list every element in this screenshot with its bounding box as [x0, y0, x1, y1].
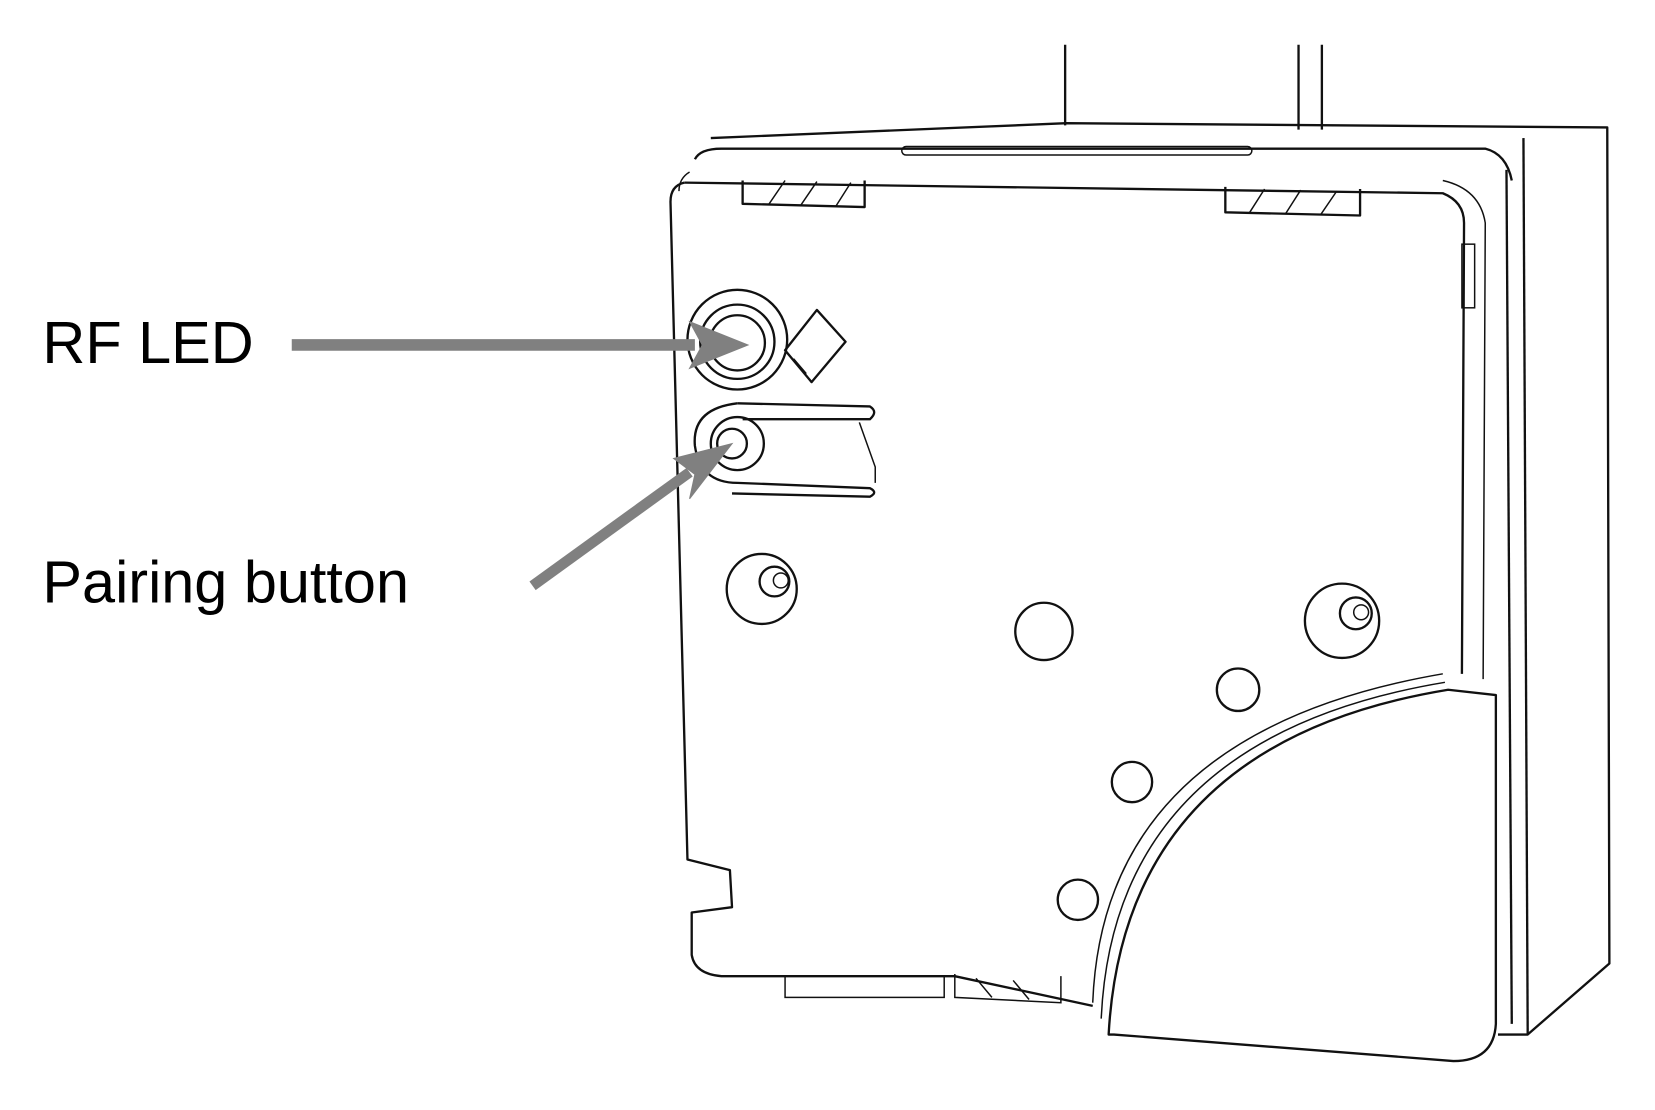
vent-slots — [901, 145, 1253, 156]
pairing-button-label: Pairing button — [42, 549, 409, 616]
back-housing — [693, 122, 1611, 1036]
pairing-button-housing — [693, 402, 876, 498]
rf-led-arrow — [291, 320, 750, 370]
screws — [725, 552, 1381, 922]
front-plate — [669, 171, 1486, 1008]
bottom-connector — [784, 974, 1062, 1004]
pairing-button-arrow — [529, 442, 734, 591]
rf-led-label: RF LED — [42, 309, 253, 376]
wires — [1063, 44, 1324, 130]
terminal-cover — [1091, 673, 1498, 1063]
